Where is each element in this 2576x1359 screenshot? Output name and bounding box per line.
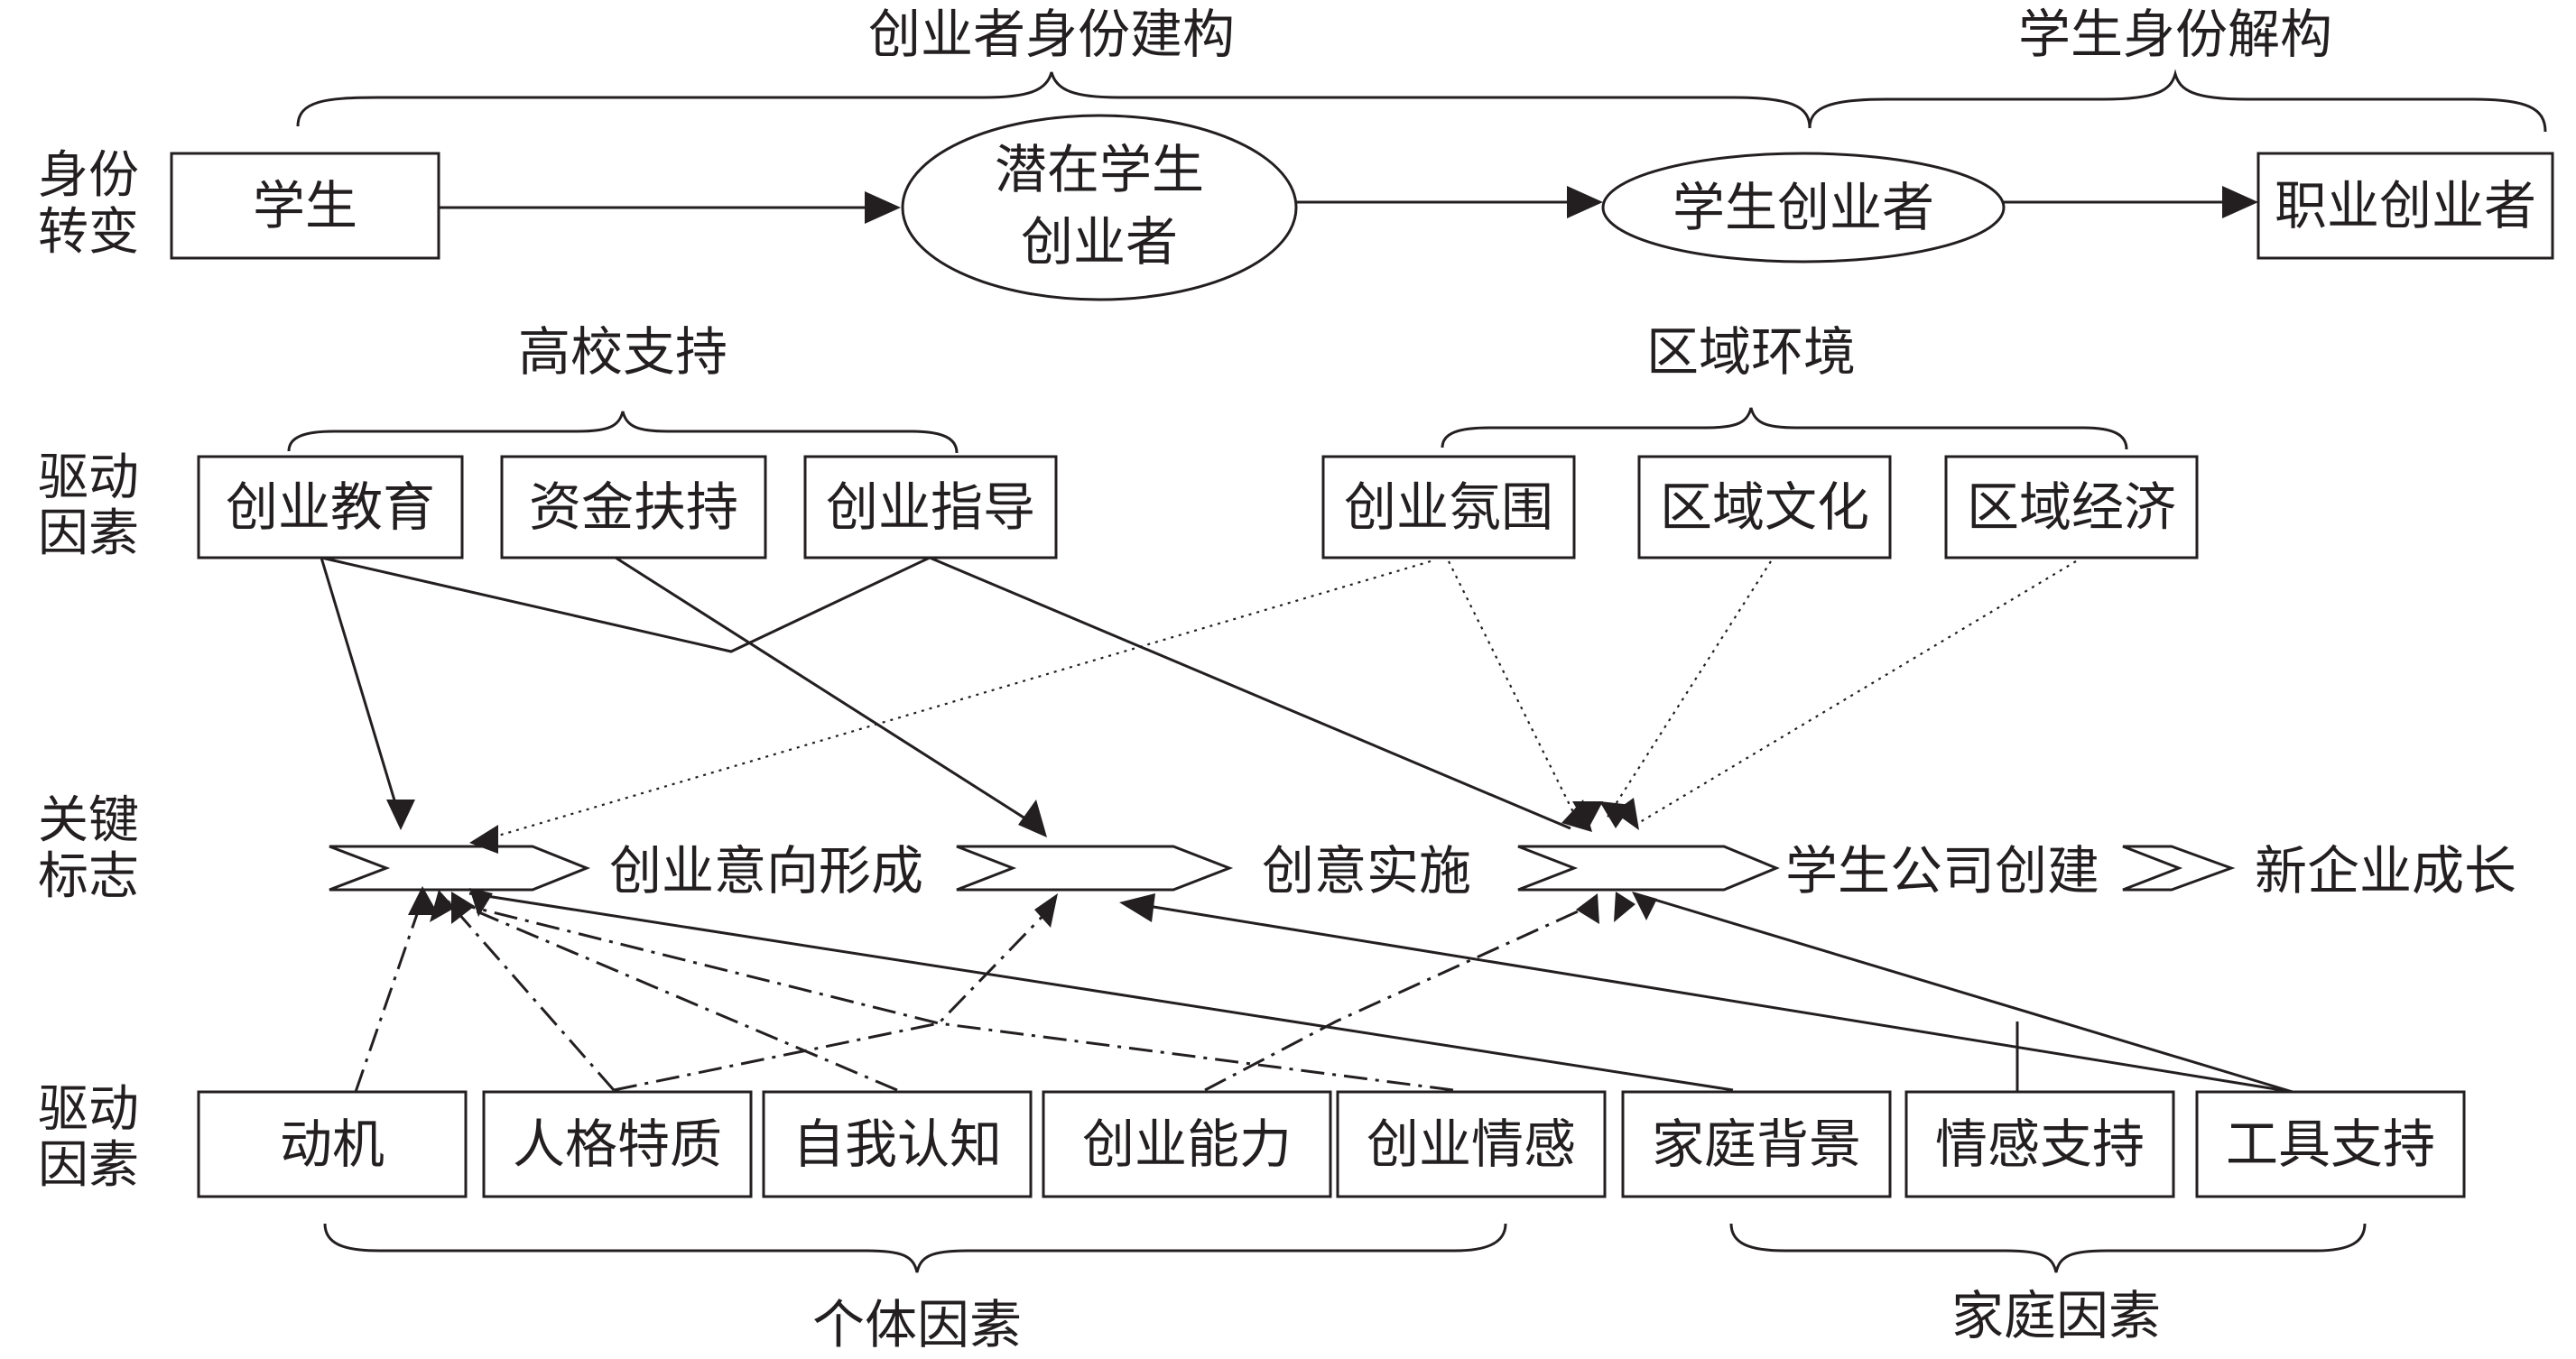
milestone-chevron-2 <box>956 845 1234 892</box>
link-atmosphere-to-intention <box>497 559 1432 837</box>
svg-text:驱动: 驱动 <box>38 1080 139 1139</box>
driver-instrumental-support: 工具支持 <box>2195 1090 2466 1198</box>
link-instrumental-support-to-company <box>1633 892 2293 1094</box>
svg-text:学生创业者: 学生创业者 <box>1673 177 1934 238</box>
link-instrumental-support-to-implementation <box>1147 904 2293 1094</box>
driver-emotional-support: 情感支持 <box>1904 1090 2175 1198</box>
milestone-new-venture-growth: 新企业成长 <box>2255 840 2516 901</box>
link-motivation-to-intention <box>354 892 426 1093</box>
row-label-identity: 身份 转变 <box>38 146 139 262</box>
link-personality-to-implementation <box>613 902 1056 1092</box>
driver-regional-economy: 区域经济 <box>1944 455 2199 559</box>
svg-text:创业氛围: 创业氛围 <box>1344 476 1553 538</box>
driver-entrepreneurial-ability: 创业能力 <box>1042 1090 1332 1198</box>
milestone-intention: 创业意向形成 <box>609 840 923 901</box>
stage-student-entrepreneur: 学生创业者 <box>1601 152 2006 263</box>
milestone-company-creation: 学生公司创建 <box>1785 840 2099 901</box>
milestone-chevron-4 <box>2122 845 2236 892</box>
row-label-milestones: 关键 标志 <box>38 791 139 906</box>
svg-text:自我认知: 自我认知 <box>792 1114 1002 1175</box>
driver-regional-culture: 区域文化 <box>1637 455 1892 559</box>
svg-text:创业指导: 创业指导 <box>826 476 1035 538</box>
link-personality-to-intention <box>442 896 616 1091</box>
driver-entrepreneurship-education: 创业教育 <box>197 455 464 559</box>
svg-text:工具支持: 工具支持 <box>2226 1114 2435 1175</box>
driver-entrepreneurship-guidance: 创业指导 <box>803 455 1058 559</box>
brace-identity-build <box>296 71 1812 129</box>
svg-text:区域经济: 区域经济 <box>1967 476 2176 538</box>
stage-student: 学生 <box>170 152 440 260</box>
driver-motivation: 动机 <box>197 1090 468 1198</box>
svg-text:人格特质: 人格特质 <box>513 1114 722 1175</box>
group-title-individual-factors: 个体因素 <box>812 1294 1022 1355</box>
stage-professional-entrepreneur: 职业创业者 <box>2256 152 2554 260</box>
link-culture-to-company <box>1604 560 1772 822</box>
driver-entrepreneurial-emotion: 创业情感 <box>1336 1090 1607 1198</box>
svg-text:职业创业者: 职业创业者 <box>2275 175 2536 236</box>
link-atmosphere-to-company <box>1448 560 1579 822</box>
svg-text:因素: 因素 <box>38 504 139 563</box>
link-self-cognition-to-intention <box>450 899 898 1092</box>
link-economy-to-company <box>1635 560 2077 826</box>
svg-text:关键: 关键 <box>38 791 139 850</box>
svg-text:情感支持: 情感支持 <box>1935 1114 2145 1175</box>
svg-text:创业情感: 创业情感 <box>1367 1114 1576 1175</box>
svg-text:潜在学生: 潜在学生 <box>995 139 1204 200</box>
milestone-implementation: 创意实施 <box>1262 840 1471 901</box>
svg-text:创业教育: 创业教育 <box>226 476 435 538</box>
svg-text:标志: 标志 <box>38 847 139 906</box>
svg-text:转变: 转变 <box>38 203 139 262</box>
row-label-drivers-top: 驱动 因素 <box>38 448 139 563</box>
link-ability-to-company <box>1204 901 1598 1092</box>
driver-family-background: 家庭背景 <box>1621 1090 1892 1198</box>
brace-regional-environment <box>1441 407 2128 450</box>
svg-text:区域文化: 区域文化 <box>1660 476 1869 538</box>
group-title-regional-environment: 区域环境 <box>1646 321 1856 383</box>
driver-entrepreneurial-atmosphere: 创业氛围 <box>1321 455 1576 559</box>
row-label-drivers-bottom: 驱动 因素 <box>38 1080 139 1195</box>
group-title-student-deconstruct: 学生身份解构 <box>2018 4 2332 65</box>
svg-text:身份: 身份 <box>38 146 139 205</box>
svg-text:创业能力: 创业能力 <box>1082 1114 1292 1175</box>
brace-family-factors <box>1729 1223 2367 1273</box>
group-title-identity-build: 创业者身份建构 <box>868 4 1235 65</box>
svg-text:资金扶持: 资金扶持 <box>529 476 738 538</box>
link-education-to-company <box>320 556 931 653</box>
driver-funding-support: 资金扶持 <box>500 455 767 559</box>
svg-text:学生: 学生 <box>253 175 357 236</box>
group-title-university-support: 高校支持 <box>518 321 727 383</box>
svg-text:家庭背景: 家庭背景 <box>1652 1114 1861 1175</box>
svg-text:动机: 动机 <box>280 1114 385 1175</box>
svg-text:因素: 因素 <box>38 1136 139 1195</box>
group-title-family-factors: 家庭因素 <box>1951 1285 2161 1346</box>
link-family-background-to-intention <box>468 892 1734 1092</box>
brace-individual-factors <box>323 1223 1507 1273</box>
svg-text:创业者: 创业者 <box>1021 211 1178 273</box>
link-guidance-to-company <box>929 556 1571 830</box>
milestone-chevron-3 <box>1517 845 1780 892</box>
milestone-chevron-1 <box>329 845 591 892</box>
link-education-to-intention <box>320 557 403 822</box>
driver-personality: 人格特质 <box>482 1090 753 1198</box>
link-funding-to-implementation <box>615 556 1039 828</box>
driver-self-cognition: 自我认知 <box>762 1090 1033 1198</box>
svg-text:驱动: 驱动 <box>38 448 139 507</box>
stage-latent-entrepreneur: 潜在学生 创业者 <box>901 114 1298 301</box>
arrowheads <box>386 798 1657 928</box>
brace-student-deconstruct <box>1808 69 2547 133</box>
brace-university-support <box>287 411 959 454</box>
